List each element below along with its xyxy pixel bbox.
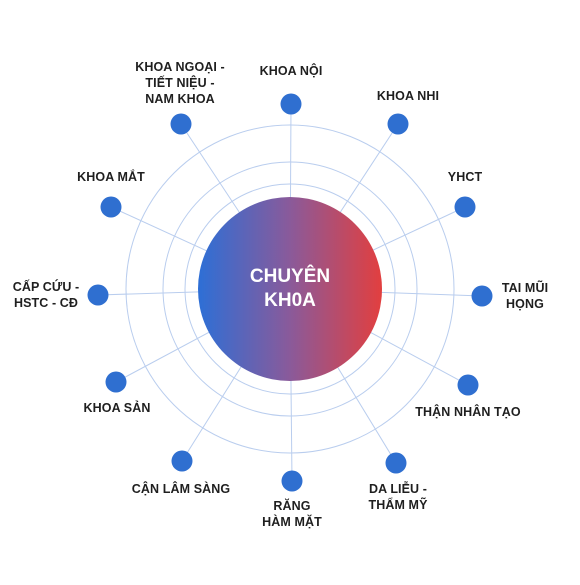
label-than-nhan-tao: THẬN NHÂN TẠO xyxy=(415,405,521,419)
center-circle xyxy=(198,197,382,381)
node-dot-rang-ham-mat xyxy=(281,470,303,492)
node-dot-yhct xyxy=(454,196,476,218)
node-dot-cap-cuu xyxy=(87,284,109,306)
node-dot-da-lieu xyxy=(385,452,407,474)
label-tai-mui-hong: TAI MŨI HỌNG xyxy=(501,281,549,311)
label-khoa-ngoai: KHOA NGOẠI - TIẾT NIỆU - NAM KHOA xyxy=(135,60,225,106)
node-dot-khoa-nhi xyxy=(387,113,409,135)
center-title: CHUYÊN KH0A xyxy=(249,266,331,311)
label-da-lieu: DA LIỄU - THẨM MỸ xyxy=(368,482,428,512)
node-dot-khoa-ngoai xyxy=(170,113,192,135)
node-dot-khoa-san xyxy=(105,371,127,393)
node-dots xyxy=(87,93,493,492)
label-khoa-mat: KHOA MẮT xyxy=(77,170,145,184)
node-dot-can-lam-sang xyxy=(171,450,193,472)
ring-3 xyxy=(184,183,396,395)
ring-2 xyxy=(162,161,418,417)
label-khoa-nhi: KHOA NHI xyxy=(376,89,440,103)
node-dot-khoa-noi xyxy=(280,93,302,115)
label-cap-cuu: CẤP CỨU - HSTC - CĐ xyxy=(12,280,80,310)
concentric-rings xyxy=(125,124,455,454)
label-khoa-noi: KHOA NỘI xyxy=(259,64,323,78)
label-can-lam-sang: CẬN LÂM SÀNG xyxy=(131,482,231,496)
label-khoa-san: KHOA SẢN xyxy=(83,401,151,415)
node-dot-than-nhan-tao xyxy=(457,374,479,396)
node-dot-tai-mui-hong xyxy=(471,285,493,307)
node-dot-khoa-mat xyxy=(100,196,122,218)
label-yhct: YHCT xyxy=(447,170,483,184)
ring-1 xyxy=(125,124,455,454)
label-rang-ham-mat: RĂNG HÀM MẶT xyxy=(262,499,322,529)
